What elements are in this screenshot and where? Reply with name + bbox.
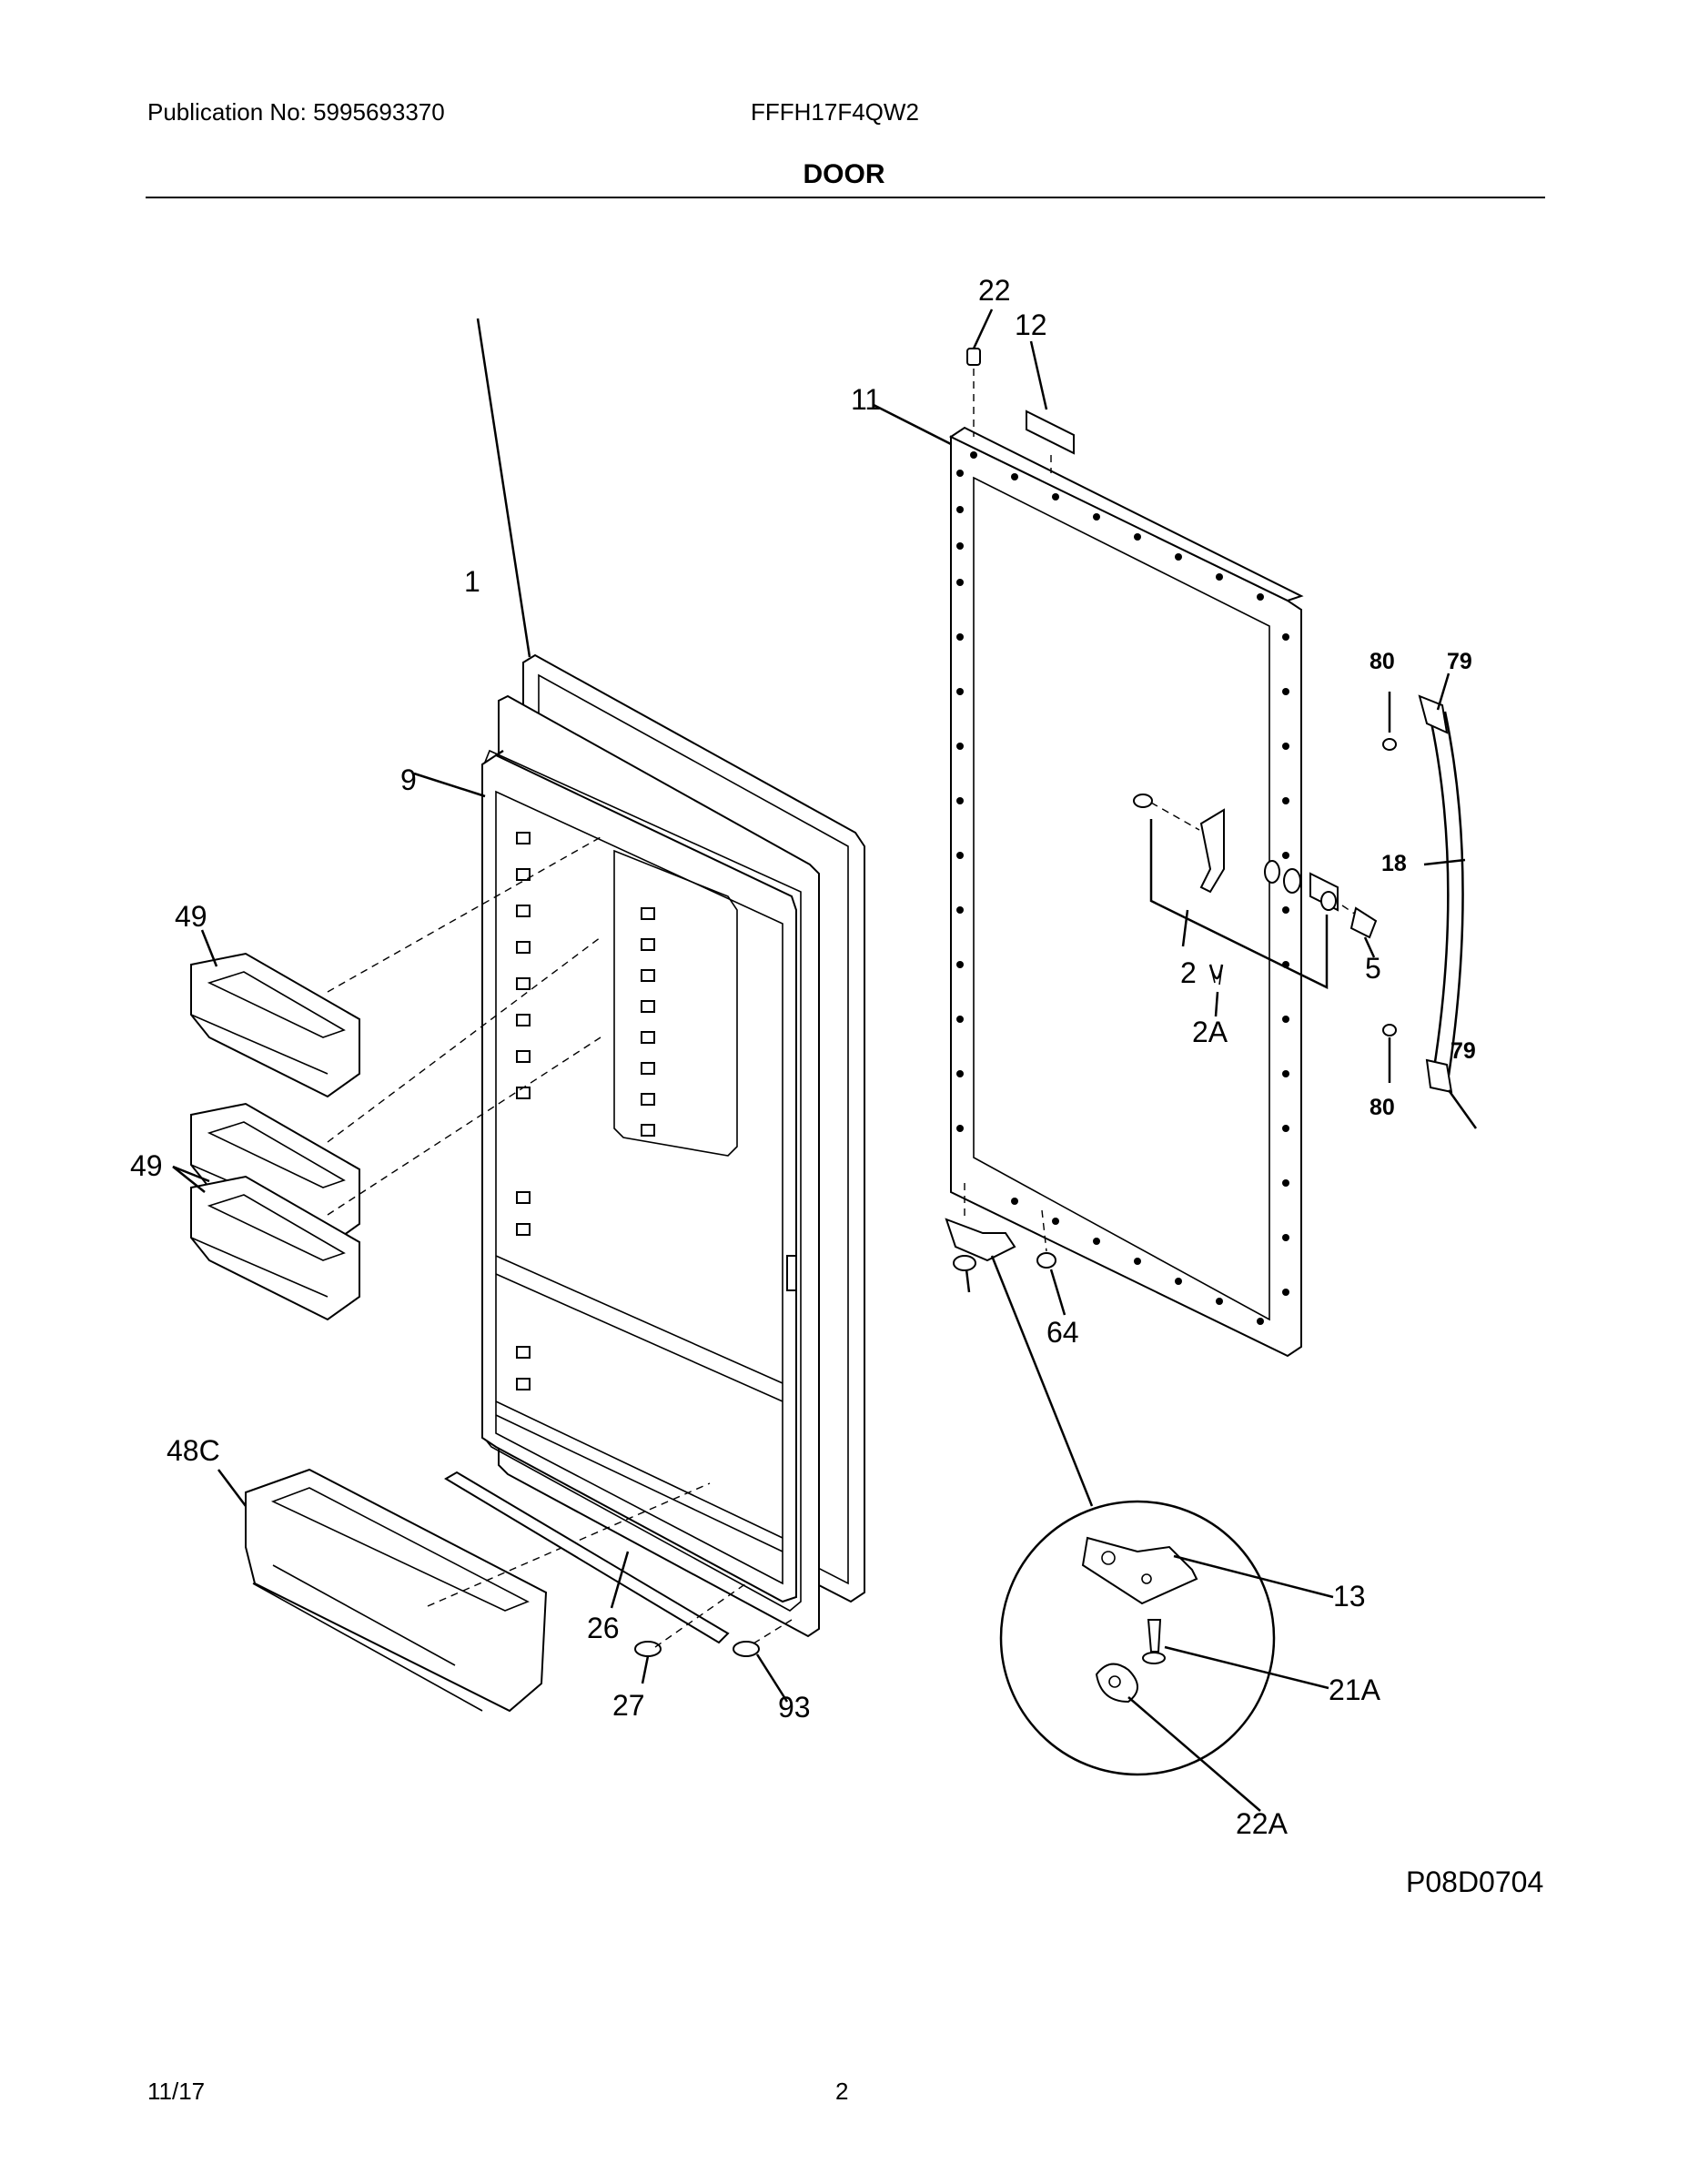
callout-22: 22	[978, 274, 1011, 307]
callout-48C: 48C	[167, 1434, 220, 1467]
foam-strip-26	[444, 1471, 730, 1644]
leader-1	[476, 318, 531, 658]
door-bin-lower	[190, 1175, 360, 1321]
callout-21A: 21A	[1329, 1673, 1381, 1706]
diagram-code: P08D0704	[1406, 1866, 1544, 1898]
outer-door-panel	[948, 426, 1304, 1358]
callout-18: 18	[1381, 851, 1407, 876]
callout-2A: 2A	[1192, 1016, 1228, 1048]
callout-79-top: 79	[1447, 649, 1472, 674]
callout-27: 27	[612, 1689, 645, 1722]
callout-49-lower: 49	[130, 1149, 163, 1182]
callout-64: 64	[1046, 1316, 1079, 1349]
publication-number: Publication No: 5995693370	[147, 98, 445, 126]
callout-11: 11	[851, 383, 881, 416]
door-bin-large	[245, 1468, 548, 1713]
plug-part-22	[966, 308, 994, 437]
callout-80-bottom: 80	[1370, 1095, 1395, 1120]
callout-5: 5	[1365, 952, 1381, 985]
door-bin-upper	[190, 952, 360, 1098]
callout-12: 12	[1015, 308, 1047, 341]
hinge-parts-small	[945, 1183, 1094, 1507]
callout-93: 93	[778, 1691, 811, 1724]
leader-9	[413, 772, 486, 798]
screw-part-93	[733, 1619, 793, 1703]
bin-dashed-guides	[327, 836, 711, 1607]
hinge-detail-circle	[999, 1500, 1334, 1812]
leader-11	[873, 403, 952, 446]
model-number: FFFH17F4QW2	[751, 98, 919, 126]
callout-49-upper: 49	[175, 900, 207, 933]
leader-26	[610, 1551, 630, 1609]
footer-date: 11/17	[147, 2078, 206, 2105]
callout-22A: 22A	[1236, 1807, 1289, 1840]
leader-49b	[172, 1165, 210, 1183]
callout-2: 2	[1180, 956, 1197, 989]
handle-screws	[1382, 692, 1397, 1083]
inner-door-liner	[481, 694, 820, 1638]
callout-9: 9	[400, 763, 417, 796]
label-part-12	[1026, 340, 1075, 473]
section-title: DOOR	[803, 159, 885, 189]
callout-26: 26	[587, 1612, 620, 1644]
leader-49a	[200, 929, 218, 967]
callout-79-bottom: 79	[1450, 1038, 1476, 1064]
leader-48C	[217, 1469, 247, 1507]
callout-labels: 1 2 2A 5 9 11 12 13 18 21A 22 22A 26 27 …	[130, 274, 1476, 1840]
callout-80-top: 80	[1370, 649, 1395, 674]
header-rule	[146, 197, 1545, 198]
footer-page-number: 2	[835, 2078, 849, 2105]
door-handle	[1418, 672, 1478, 1129]
callout-1: 1	[464, 565, 480, 598]
callout-13: 13	[1333, 1580, 1366, 1613]
lock-hardware	[1133, 794, 1378, 1017]
screw-part-27	[634, 1582, 747, 1684]
